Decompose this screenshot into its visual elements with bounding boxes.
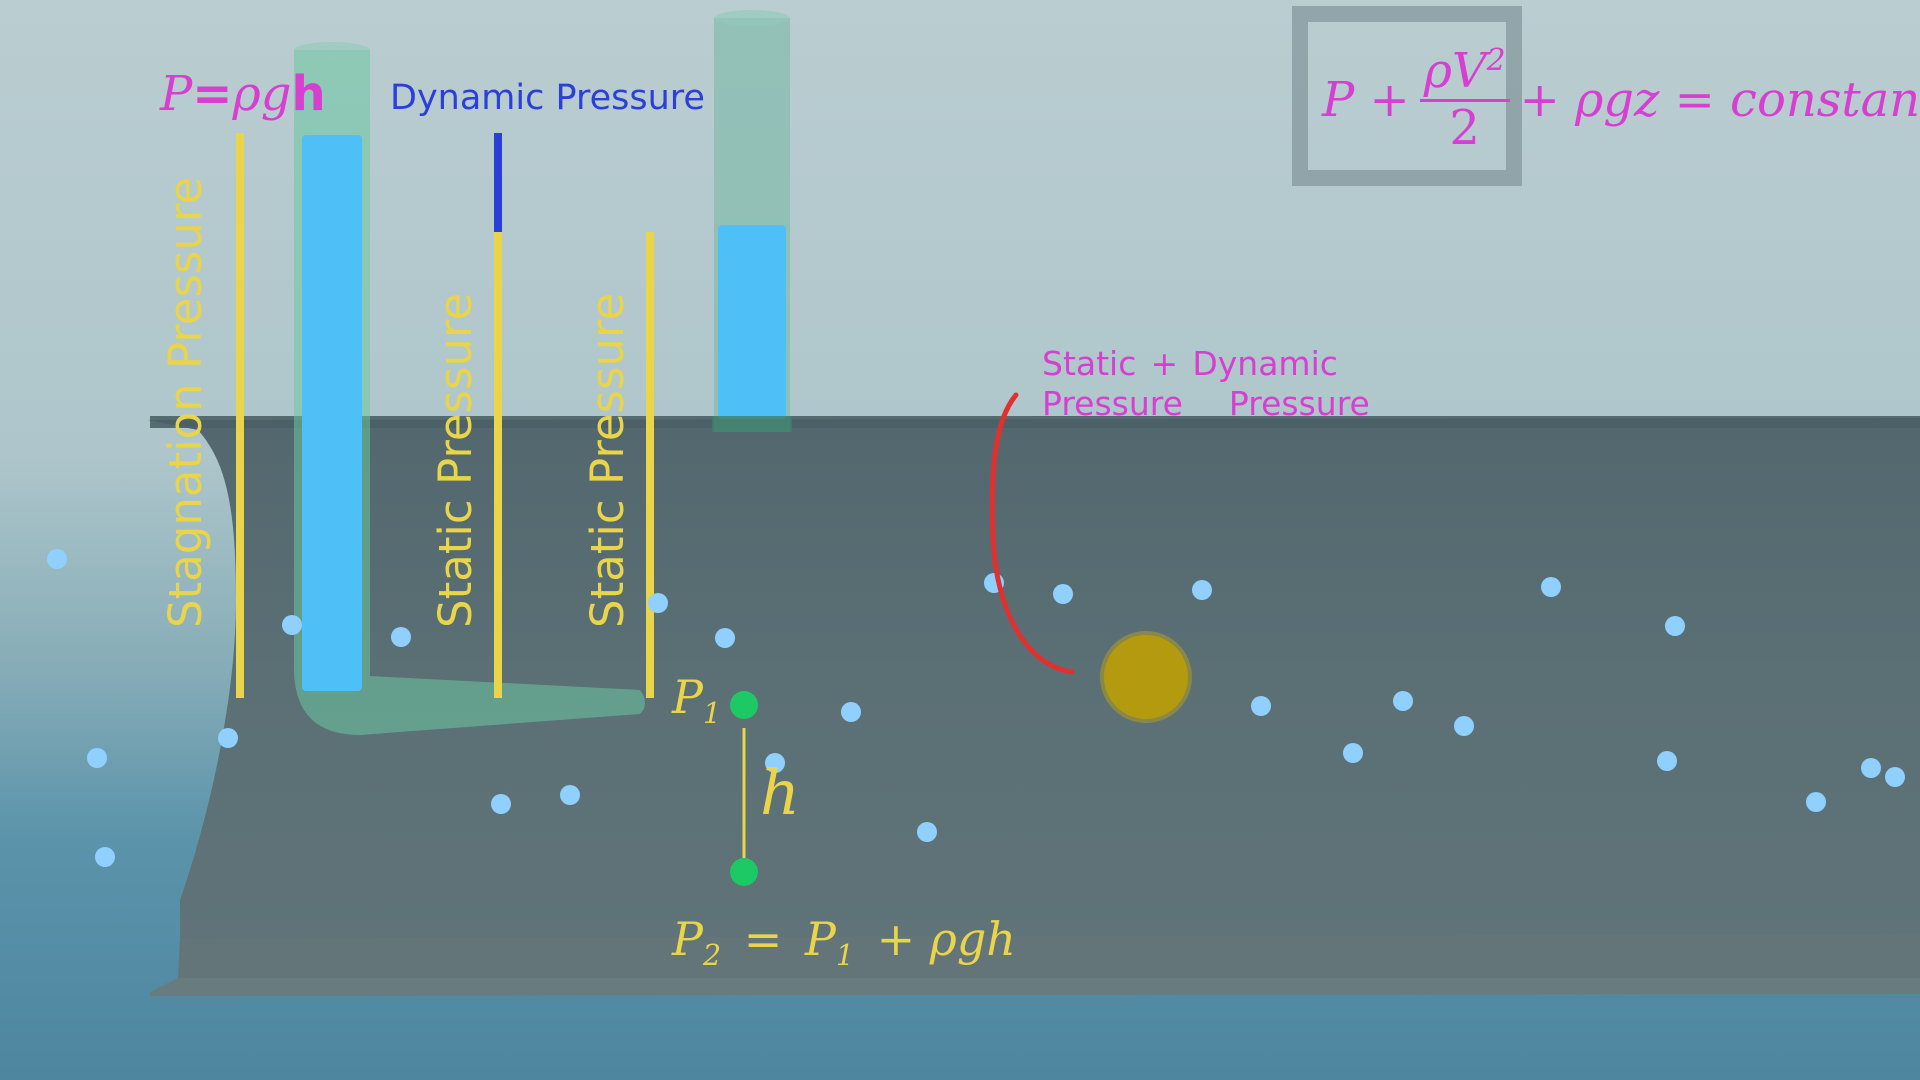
sum-static-bottom: Pressure xyxy=(1042,384,1183,423)
particle xyxy=(1454,716,1474,736)
pipe-bottom-flange xyxy=(178,934,1920,978)
particle xyxy=(391,627,411,647)
p1-sub: 1 xyxy=(702,697,722,731)
sum-label-row-1: Static + Dynamic xyxy=(1042,344,1370,384)
particle xyxy=(841,702,861,722)
particle xyxy=(47,549,67,569)
particle xyxy=(560,785,580,805)
particle xyxy=(95,847,115,867)
sum-label: Static + Dynamic Pressure Pressure xyxy=(1042,344,1370,424)
particle xyxy=(1541,577,1561,597)
particle xyxy=(1192,580,1212,600)
pipe-bottom-lip xyxy=(150,978,1920,996)
stagnation-pressure-label: Stagnation Pressure xyxy=(159,176,212,628)
particle xyxy=(1343,743,1363,763)
formula-rho-g: ρg xyxy=(232,66,292,122)
p2-equation: P2 = P1 + ρgh xyxy=(672,912,1016,972)
particle xyxy=(1665,616,1685,636)
particle xyxy=(282,615,302,635)
p1-point xyxy=(730,691,758,719)
particle xyxy=(1861,758,1881,778)
bernoulli-fraction: ρV2 2 xyxy=(1419,43,1510,156)
p1-base: P xyxy=(672,670,703,724)
particle xyxy=(917,822,937,842)
bernoulli-num: ρV xyxy=(1423,43,1487,100)
dynamic-pressure-label: Dynamic Pressure xyxy=(390,78,705,118)
p2-equals: = xyxy=(743,912,783,966)
p2-rhs-p: P xyxy=(804,912,836,966)
piezometer-water-column xyxy=(718,225,786,419)
sum-dynamic-top: Dynamic xyxy=(1192,344,1338,383)
p2-rest: + ρgh xyxy=(876,912,1016,966)
particle xyxy=(765,753,785,773)
piezometer-top xyxy=(714,10,790,26)
bernoulli-rest: + ρgz = constant xyxy=(1519,72,1920,128)
p1-label: P1 xyxy=(672,670,721,730)
sum-label-row-2: Pressure Pressure xyxy=(1042,384,1370,424)
particle xyxy=(1251,696,1271,716)
formula-p: P xyxy=(160,66,193,122)
sun-particle xyxy=(1100,631,1192,723)
formula-equals: = xyxy=(192,66,233,122)
particle xyxy=(491,794,511,814)
p2-sub: 2 xyxy=(702,939,722,973)
static-pressure-label-2: Static Pressure xyxy=(581,292,634,628)
sum-static-top: Static xyxy=(1042,344,1137,383)
bernoulli-p-plus: P + xyxy=(1322,72,1410,128)
particle xyxy=(1885,767,1905,787)
particle xyxy=(1393,691,1413,711)
particle xyxy=(648,593,668,613)
p2-point xyxy=(730,858,758,886)
bernoulli-exp: 2 xyxy=(1486,43,1506,79)
particle xyxy=(1657,751,1677,771)
particle xyxy=(218,728,238,748)
piezometer-base xyxy=(712,416,792,432)
bernoulli-numerator: ρV2 xyxy=(1419,43,1510,102)
particle xyxy=(715,628,735,648)
pitot-water-column xyxy=(302,135,362,691)
bernoulli-denominator: 2 xyxy=(1449,99,1480,156)
formula-h: h xyxy=(291,66,326,122)
static-pressure-label-1: Static Pressure xyxy=(429,292,482,628)
particle xyxy=(1806,792,1826,812)
particle xyxy=(1053,584,1073,604)
particle xyxy=(87,748,107,768)
p2-rhs-sub: 1 xyxy=(835,939,855,973)
p2-p: P xyxy=(672,912,703,966)
pipe xyxy=(148,418,1920,940)
hydrostatic-formula: P=ρgh xyxy=(160,70,326,118)
flow-particles xyxy=(47,549,1905,867)
h-label: h xyxy=(760,756,800,829)
pipe-top-rim xyxy=(150,416,1920,428)
red-arc xyxy=(989,392,1075,675)
sum-plus: + xyxy=(1150,344,1179,383)
pitot-tube-top xyxy=(294,42,370,58)
formula-box xyxy=(1292,6,1522,186)
bernoulli-equation: P + ρV2 2 + ρgz = constant xyxy=(1322,40,1920,160)
sum-dynamic-bottom: Pressure xyxy=(1228,384,1370,423)
